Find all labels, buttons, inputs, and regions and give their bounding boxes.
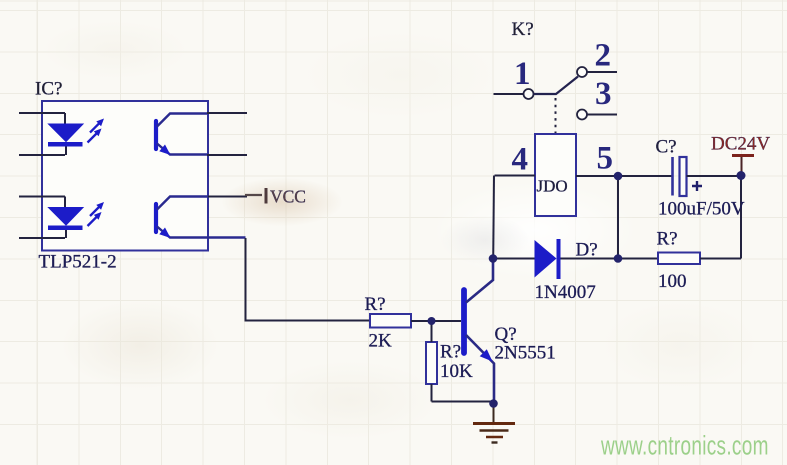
svg-text:C?: C?: [656, 137, 677, 158]
svg-text:1N4007: 1N4007: [535, 282, 596, 303]
svg-text:R?: R?: [440, 342, 461, 363]
svg-text:4: 4: [512, 142, 529, 178]
svg-text:3: 3: [595, 76, 612, 112]
svg-text:1: 1: [514, 56, 531, 92]
svg-text:DC24V: DC24V: [711, 134, 770, 155]
svg-text:VCC: VCC: [270, 187, 306, 207]
svg-text:5: 5: [597, 141, 614, 177]
svg-text:TLP521-2: TLP521-2: [39, 252, 117, 273]
svg-text:D?: D?: [576, 240, 598, 261]
svg-text:K?: K?: [512, 19, 534, 40]
svg-text:100uF/50V: 100uF/50V: [658, 199, 745, 220]
svg-text:2N5551: 2N5551: [495, 343, 556, 364]
svg-text:JDO: JDO: [537, 177, 568, 196]
svg-text:2: 2: [595, 38, 612, 74]
svg-text:R?: R?: [657, 229, 678, 250]
svg-text:100: 100: [658, 271, 687, 292]
svg-text:R?: R?: [365, 294, 386, 315]
svg-text:Q?: Q?: [495, 324, 517, 345]
svg-text:IC?: IC?: [35, 79, 62, 100]
svg-text:10K: 10K: [440, 361, 473, 382]
svg-text:2K: 2K: [369, 331, 393, 352]
